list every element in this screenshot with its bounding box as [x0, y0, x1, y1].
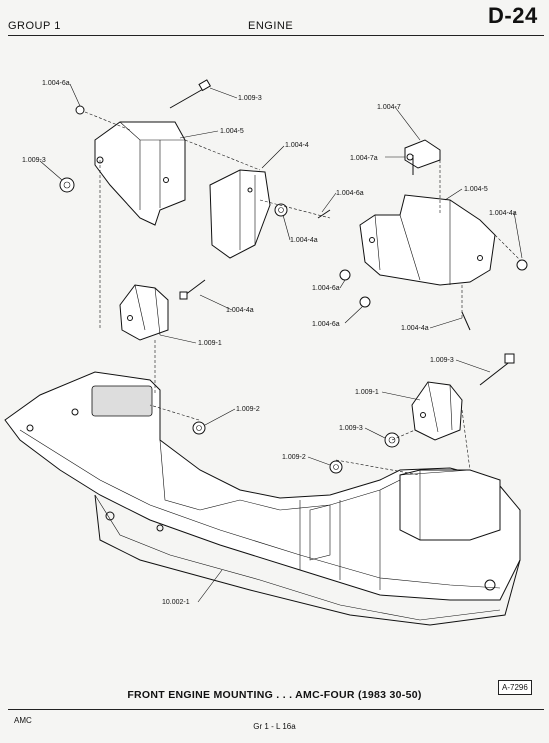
callout-2: 1.009-3: [238, 95, 262, 102]
engine-mount-diagram: 1.004-6a 1.009-3 1.004-5 1.009-3 1.004-4…: [4, 79, 528, 626]
footer-make: AMC: [14, 716, 32, 725]
right-mount-insulator: [411, 381, 463, 441]
callout-16: 1.009-1: [198, 340, 222, 347]
leader-lines: [39, 83, 523, 603]
callout-11: 1.004-4a: [290, 237, 318, 244]
callout-9: 1.004-5: [464, 186, 488, 193]
crossmember: [4, 371, 521, 626]
callout-12: 1.004-4a: [226, 307, 254, 314]
bolts: [169, 79, 515, 386]
callout-14: 1.004-6a: [312, 321, 340, 328]
callout-10: 1.004-4a: [489, 210, 517, 217]
left-engine-bracket: [94, 121, 186, 226]
callout-4: 1.009-3: [22, 157, 46, 164]
callout-7: 1.004-7a: [350, 155, 378, 162]
assembly-lines: [84, 111, 521, 476]
page-number: D-24: [488, 3, 538, 28]
callout-19: 1.009-1: [355, 389, 379, 396]
callout-17: 1.009-3: [430, 357, 454, 364]
right-engine-bracket: [359, 194, 496, 286]
callout-22: 10.002-1: [162, 599, 190, 606]
callout-6: 1.004-7: [377, 104, 401, 111]
upper-right-bracket: [404, 139, 441, 169]
callout-18: 1.009-2: [236, 406, 260, 413]
left-mount-insulator: [119, 284, 169, 341]
group-label: GROUP 1: [8, 20, 61, 32]
callout-20: 1.009-3: [339, 425, 363, 432]
header-rule: [8, 35, 544, 36]
callout-3: 1.004-5: [220, 128, 244, 135]
callout-13: 1.004-6a: [312, 285, 340, 292]
footer-rule: [8, 709, 544, 710]
callout-5: 1.004-4: [285, 142, 309, 149]
footer-reference: Gr 1 - L 16a: [253, 722, 296, 731]
figure-caption: FRONT ENGINE MOUNTING . . . AMC-FOUR (19…: [127, 689, 422, 701]
callout-21: 1.009-2: [282, 454, 306, 461]
section-title: ENGINE: [248, 20, 294, 32]
callout-labels: 1.004-6a 1.009-3 1.004-5 1.009-3 1.004-4…: [22, 80, 517, 606]
figure-number: A-7296: [498, 680, 532, 695]
callout-15: 1.004-4a: [401, 325, 429, 332]
nuts: [59, 105, 528, 474]
callout-8: 1.004-6a: [336, 190, 364, 197]
center-engine-bracket: [209, 169, 271, 259]
callout-1: 1.004-6a: [42, 80, 70, 87]
